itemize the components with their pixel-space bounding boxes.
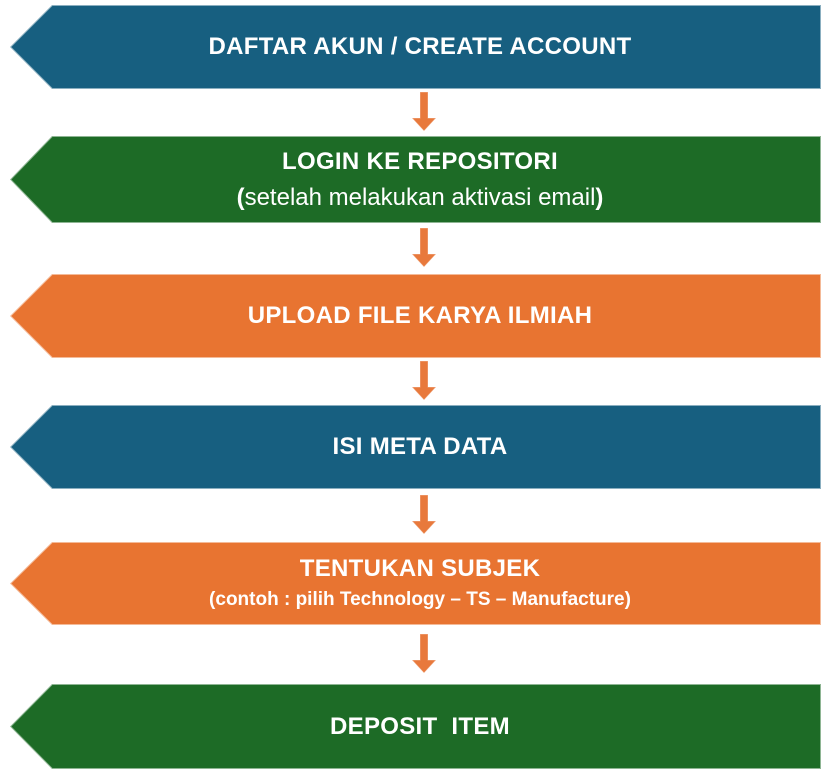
step-banner-fill-metadata: ISI META DATA xyxy=(0,404,832,490)
arrow-down-icon xyxy=(411,228,437,268)
chevron-left-shape xyxy=(0,273,832,359)
step-label: ISI META DATA xyxy=(30,404,810,490)
step-banner-login-repository: LOGIN KE REPOSITORI (setelah melakukan a… xyxy=(0,135,832,224)
step-title: LOGIN KE REPOSITORI xyxy=(282,147,558,175)
arrow-down-icon xyxy=(411,634,437,674)
step-banner-choose-subject: TENTUKAN SUBJEK (contoh : pilih Technolo… xyxy=(0,541,832,626)
chevron-left-shape xyxy=(0,404,832,490)
chevron-left-shape xyxy=(0,683,832,770)
paren-close: ) xyxy=(595,183,604,211)
step-label: LOGIN KE REPOSITORI (setelah melakukan a… xyxy=(30,135,810,224)
step-banner-create-account: DAFTAR AKUN / CREATE ACCOUNT xyxy=(0,4,832,90)
step-title: DEPOSIT ITEM xyxy=(330,712,510,740)
step-title: TENTUKAN SUBJEK xyxy=(299,554,541,582)
step-title: UPLOAD FILE KARYA ILMIAH xyxy=(247,302,593,329)
step-subtitle: (setelah melakukan aktivasi email) xyxy=(237,180,604,216)
step-label: UPLOAD FILE KARYA ILMIAH xyxy=(30,273,810,359)
step-label: TENTUKAN SUBJEK (contoh : pilih Technolo… xyxy=(30,541,810,626)
arrow-down-icon xyxy=(411,495,437,535)
chevron-left-shape xyxy=(0,541,832,626)
arrow-down-icon xyxy=(411,92,437,132)
chevron-left-shape xyxy=(0,4,832,90)
step-banner-deposit-item: DEPOSIT ITEM xyxy=(0,683,832,770)
chevron-left-shape xyxy=(0,135,832,224)
step-banner-upload-file: UPLOAD FILE KARYA ILMIAH xyxy=(0,273,832,359)
paren-open: ( xyxy=(236,183,245,211)
subtitle-text: setelah melakukan aktivasi email xyxy=(244,183,596,211)
step-subtitle: (contoh : pilih Technology – TS – Manufa… xyxy=(209,588,631,610)
step-label: DEPOSIT ITEM xyxy=(30,683,810,770)
step-title: ISI META DATA xyxy=(332,433,508,460)
arrow-down-icon xyxy=(411,361,437,401)
step-title: DAFTAR AKUN / CREATE ACCOUNT xyxy=(208,33,632,60)
step-label: DAFTAR AKUN / CREATE ACCOUNT xyxy=(30,4,810,90)
